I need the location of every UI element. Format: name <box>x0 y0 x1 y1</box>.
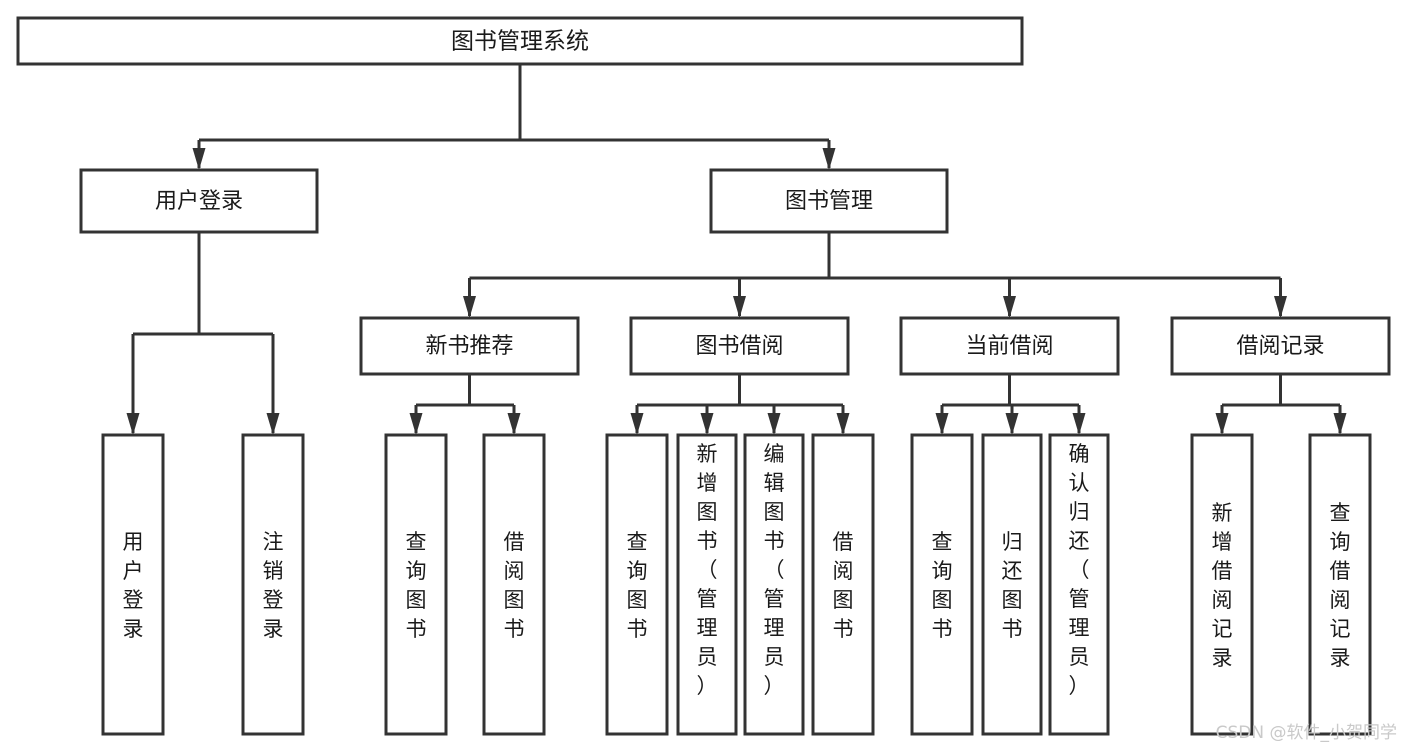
node-leaf-recommend-query-book[interactable]: 查询图书 <box>384 433 448 736</box>
node-box-borrow-record <box>1170 316 1391 376</box>
node-leaf-current-confirm-return[interactable]: 确认归还（管理员） <box>1048 433 1110 736</box>
arrowhead <box>463 296 476 318</box>
node-label-root: 图书管理系统 <box>451 29 589 55</box>
arrowhead <box>409 413 423 435</box>
node-leaf-user-login[interactable]: 用户登录 <box>101 433 165 736</box>
node-box-leaf-current-return-book <box>981 433 1043 736</box>
csdn-watermark: CSDN @软件_小贺同学 <box>1215 723 1397 743</box>
node-label-book-management: 图书管理 <box>785 189 873 214</box>
node-leaf-recommend-borrow-book[interactable]: 借阅图书 <box>482 433 546 736</box>
node-box-leaf-recommend-borrow-book <box>482 433 546 736</box>
node-box-root <box>16 16 1024 66</box>
arrowhead <box>630 413 644 435</box>
arrowhead <box>266 413 280 435</box>
node-label-user-login: 用户登录 <box>155 189 243 214</box>
node-leaf-current-query-book[interactable]: 查询图书 <box>910 433 974 736</box>
arrowhead <box>126 413 140 435</box>
node-label-leaf-record-add: 新增借阅记录 <box>1212 501 1233 670</box>
node-label-leaf-record-query: 查询借阅记录 <box>1330 501 1351 670</box>
node-user-login[interactable]: 用户登录 <box>79 168 319 234</box>
node-label-leaf-current-return-book: 归还图书 <box>1002 530 1023 641</box>
arrowhead <box>733 296 746 318</box>
node-leaf-borrow-borrow-book[interactable]: 借阅图书 <box>811 433 875 736</box>
arrowhead <box>1003 296 1016 318</box>
node-label-leaf-borrow-edit-book: 编辑图书（管理员） <box>764 442 785 698</box>
node-box-leaf-borrow-query-book <box>605 433 669 736</box>
arrowhead <box>1072 413 1086 435</box>
arrowhead <box>700 413 714 435</box>
node-leaf-borrow-query-book[interactable]: 查询图书 <box>605 433 669 736</box>
node-root[interactable]: 图书管理系统 <box>16 16 1024 66</box>
node-label-leaf-recommend-query-book: 查询图书 <box>406 530 427 641</box>
arrowhead <box>836 413 850 435</box>
node-label-leaf-logout: 注销登录 <box>263 530 284 641</box>
node-label-leaf-current-confirm-return: 确认归还（管理员） <box>1069 442 1090 698</box>
node-book-borrow[interactable]: 图书借阅 <box>629 316 850 376</box>
node-label-leaf-current-query-book: 查询图书 <box>932 530 953 641</box>
connector-layer <box>126 64 1347 435</box>
node-label-current-borrow: 当前借阅 <box>965 334 1053 359</box>
node-box-leaf-record-query <box>1308 433 1372 736</box>
arrowhead <box>1333 413 1347 435</box>
node-label-leaf-borrow-query-book: 查询图书 <box>627 530 648 641</box>
node-box-leaf-recommend-query-book <box>384 433 448 736</box>
arrowhead <box>767 413 781 435</box>
node-label-leaf-user-login: 用户登录 <box>123 530 144 641</box>
node-borrow-record[interactable]: 借阅记录 <box>1170 316 1391 376</box>
node-current-borrow[interactable]: 当前借阅 <box>899 316 1120 376</box>
arrowhead <box>822 148 836 170</box>
node-box-leaf-borrow-borrow-book <box>811 433 875 736</box>
node-layer: 图书管理系统用户登录图书管理新书推荐图书借阅当前借阅借阅记录用户登录注销登录查询… <box>16 16 1391 736</box>
node-box-book-management <box>709 168 949 234</box>
node-box-book-borrow <box>629 316 850 376</box>
node-box-user-login <box>79 168 319 234</box>
node-leaf-record-query[interactable]: 查询借阅记录 <box>1308 433 1372 736</box>
arrowhead <box>1215 413 1229 435</box>
arrowhead <box>935 413 949 435</box>
node-leaf-borrow-add-book[interactable]: 新增图书（管理员） <box>676 433 738 736</box>
node-leaf-record-add[interactable]: 新增借阅记录 <box>1190 433 1254 736</box>
arrowhead <box>192 148 206 170</box>
node-label-borrow-record: 借阅记录 <box>1236 334 1324 359</box>
node-leaf-borrow-edit-book[interactable]: 编辑图书（管理员） <box>743 433 805 736</box>
node-box-leaf-borrow-edit-book <box>743 433 805 736</box>
node-leaf-logout[interactable]: 注销登录 <box>241 433 305 736</box>
node-label-leaf-recommend-borrow-book: 借阅图书 <box>504 530 525 641</box>
arrowhead <box>1274 296 1287 318</box>
arrowhead <box>1005 413 1019 435</box>
node-box-new-book-recommend <box>359 316 580 376</box>
node-book-management[interactable]: 图书管理 <box>709 168 949 234</box>
node-box-leaf-current-query-book <box>910 433 974 736</box>
node-label-new-book-recommend: 新书推荐 <box>425 334 513 359</box>
node-leaf-current-return-book[interactable]: 归还图书 <box>981 433 1043 736</box>
node-label-leaf-borrow-borrow-book: 借阅图书 <box>833 530 854 641</box>
node-box-leaf-current-confirm-return <box>1048 433 1110 736</box>
node-box-leaf-record-add <box>1190 433 1254 736</box>
node-box-leaf-borrow-add-book <box>676 433 738 736</box>
arrowhead <box>507 413 521 435</box>
node-box-leaf-logout <box>241 433 305 736</box>
node-box-current-borrow <box>899 316 1120 376</box>
node-box-leaf-user-login <box>101 433 165 736</box>
node-new-book-recommend[interactable]: 新书推荐 <box>359 316 580 376</box>
node-label-book-borrow: 图书借阅 <box>695 334 783 359</box>
node-label-leaf-borrow-add-book: 新增图书（管理员） <box>697 442 718 698</box>
